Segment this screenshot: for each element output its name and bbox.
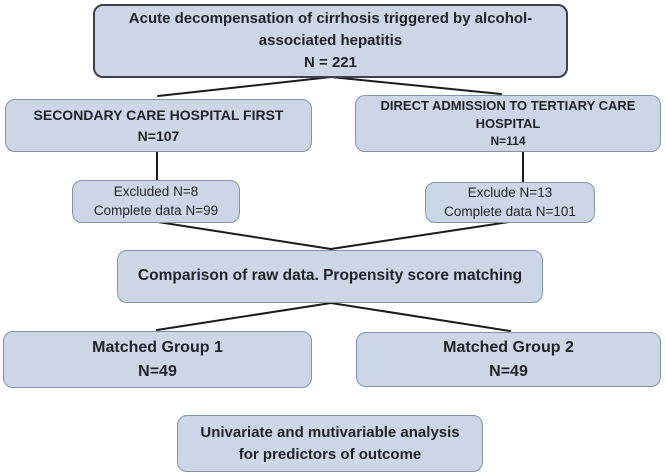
box-secondary-care-first: SECONDARY CARE HOSPITAL FIRST N=107 bbox=[5, 99, 312, 152]
box-direct-admission-line1: DIRECT ADMISSION TO TERTIARY CARE bbox=[380, 97, 636, 113]
box-excluded-direct-line2: Complete data N=101 bbox=[444, 203, 576, 219]
box-acute-decompensation-line1: Acute decompensation of cirrhosis trigge… bbox=[128, 10, 533, 28]
box-matched-group-1: Matched Group 1 N=49 bbox=[3, 331, 312, 388]
box-secondary-care-first-title: SECONDARY CARE HOSPITAL FIRST bbox=[33, 107, 284, 124]
box-direct-admission-n: N=114 bbox=[490, 134, 526, 149]
box-univariate-analysis: Univariate and mutivariable analysis for… bbox=[177, 415, 483, 472]
box-excluded-secondary: Excluded N=8 Complete data N=99 bbox=[72, 180, 240, 223]
box-matched-group-2-n: N=49 bbox=[489, 362, 528, 380]
box-excluded-direct-line1: Exclude N=13 bbox=[467, 184, 553, 200]
box-secondary-care-first-n: N=107 bbox=[137, 127, 180, 144]
edge-comparison-to-matched2 bbox=[330, 302, 511, 332]
edge-root-to-direct bbox=[330, 76, 502, 95]
box-matched-group-2: Matched Group 2 N=49 bbox=[356, 332, 661, 387]
box-matched-group-1-title: Matched Group 1 bbox=[92, 339, 223, 357]
box-acute-decompensation: Acute decompensation of cirrhosis trigge… bbox=[93, 4, 568, 78]
box-matched-group-2-title: Matched Group 2 bbox=[443, 339, 574, 357]
edge-excluded-left-to-comparison bbox=[157, 221, 332, 250]
box-excluded-secondary-line1: Excluded N=8 bbox=[113, 183, 199, 199]
box-univariate-analysis-line1: Univariate and mutivariable analysis bbox=[200, 423, 460, 441]
box-acute-decompensation-n: N = 221 bbox=[304, 53, 357, 71]
box-direct-admission-tertiary: DIRECT ADMISSION TO TERTIARY CARE HOSPIT… bbox=[355, 95, 661, 152]
box-comparison-propensity: Comparison of raw data. Propensity score… bbox=[117, 250, 543, 303]
edge-excluded-right-to-comparison bbox=[330, 221, 510, 250]
box-acute-decompensation-line2: associated hepatitis bbox=[258, 32, 403, 50]
box-univariate-analysis-line2: for predictors of outcome bbox=[238, 445, 422, 463]
box-excluded-secondary-line2: Complete data N=99 bbox=[93, 202, 219, 218]
box-direct-admission-line2: HOSPITAL bbox=[475, 116, 541, 132]
box-matched-group-1-n: N=49 bbox=[138, 362, 177, 380]
edge-comparison-to-matched1 bbox=[156, 302, 332, 331]
edge-root-to-secondary bbox=[157, 76, 332, 97]
box-comparison-propensity-title: Comparison of raw data. Propensity score… bbox=[137, 267, 523, 285]
box-excluded-direct: Exclude N=13 Complete data N=101 bbox=[425, 182, 595, 223]
